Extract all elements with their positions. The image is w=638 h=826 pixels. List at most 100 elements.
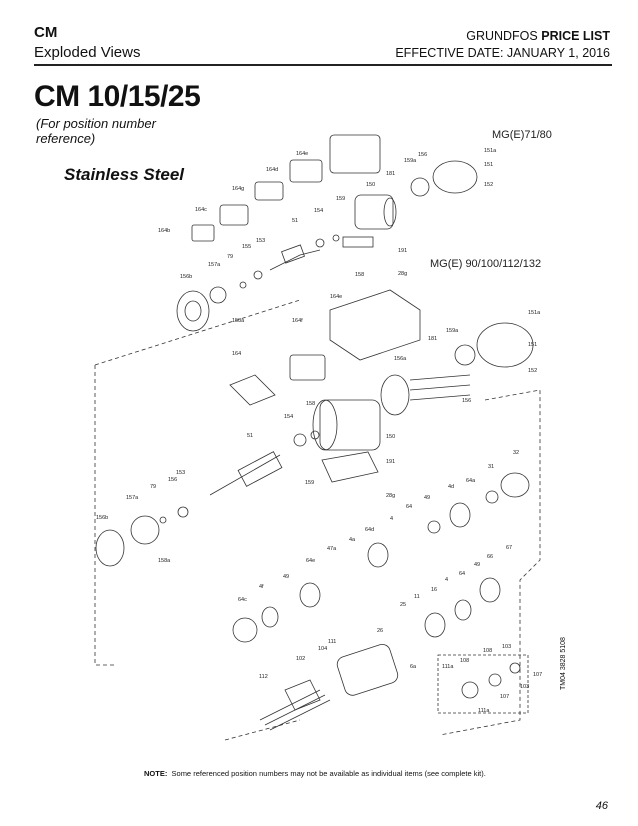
position-label: 28g bbox=[386, 493, 395, 499]
position-label: 158a bbox=[158, 558, 171, 564]
position-label: 156b bbox=[180, 274, 192, 280]
position-label: 164d bbox=[266, 167, 278, 173]
position-label: 102 bbox=[296, 656, 305, 662]
position-label: 159a bbox=[404, 158, 417, 164]
header-right: GRUNDFOS PRICE LIST EFFECTIVE DATE: JANU… bbox=[395, 28, 610, 62]
position-label: 151a bbox=[484, 148, 497, 154]
position-label: 49 bbox=[283, 574, 289, 580]
position-label: 108 bbox=[460, 658, 469, 664]
position-label: 159 bbox=[336, 196, 345, 202]
note: NOTE: Some referenced position numbers m… bbox=[144, 769, 486, 778]
position-label: 26 bbox=[377, 628, 383, 634]
position-label: 164e bbox=[296, 151, 308, 157]
position-label: 47a bbox=[327, 546, 337, 552]
position-label: 151a bbox=[528, 310, 541, 316]
position-label: 151 bbox=[528, 342, 537, 348]
position-label: 28g bbox=[398, 271, 407, 277]
position-label: 11 bbox=[414, 594, 420, 600]
header-rule bbox=[34, 64, 612, 66]
position-label: 191 bbox=[386, 459, 395, 465]
section-heading: Stainless Steel bbox=[64, 165, 185, 184]
position-label: 164c bbox=[195, 207, 207, 213]
position-label: 152 bbox=[484, 182, 493, 188]
brand-line: GRUNDFOS PRICE LIST bbox=[395, 28, 610, 45]
position-label: 164f bbox=[292, 318, 303, 324]
page-title: CM 10/15/25 bbox=[34, 80, 201, 113]
note-text: Some referenced position numbers may not… bbox=[171, 769, 486, 778]
position-label: 164e bbox=[330, 294, 342, 300]
position-label: 153 bbox=[176, 470, 185, 476]
position-label: 155 bbox=[242, 244, 251, 250]
position-label: 31 bbox=[488, 464, 494, 470]
position-label: 66 bbox=[487, 554, 493, 560]
position-label: 25 bbox=[400, 602, 406, 608]
brand: GRUNDFOS bbox=[466, 29, 538, 43]
position-label: 51 bbox=[247, 433, 253, 439]
position-label: 150 bbox=[386, 434, 395, 440]
position-label: 156b bbox=[96, 515, 108, 521]
position-label: 4d bbox=[448, 484, 454, 490]
position-label: 164 bbox=[232, 351, 241, 357]
position-label: 151 bbox=[484, 162, 493, 168]
position-label: 4 bbox=[445, 577, 448, 583]
position-label: 164g bbox=[232, 186, 244, 192]
position-label: 158 bbox=[306, 401, 315, 407]
section-name: Exploded Views bbox=[34, 44, 141, 61]
position-label: 64c bbox=[238, 597, 247, 603]
note-label: NOTE: bbox=[144, 769, 168, 778]
position-label: 49 bbox=[424, 495, 430, 501]
position-label: 79 bbox=[150, 484, 156, 490]
position-label: 156 bbox=[168, 477, 177, 483]
position-label: 112 bbox=[259, 674, 268, 680]
position-label: 150 bbox=[366, 182, 375, 188]
motor-group-lower-label: MG(E) 90/100/112/132 bbox=[430, 258, 542, 270]
terminal-box-top bbox=[329, 134, 381, 174]
page-number: 46 bbox=[595, 800, 608, 812]
position-label: 67 bbox=[506, 545, 512, 551]
position-label: 156 bbox=[418, 152, 427, 158]
position-label: 32 bbox=[513, 450, 519, 456]
position-label: 4a bbox=[349, 537, 356, 543]
position-label: 49 bbox=[474, 562, 480, 568]
position-label: 107 bbox=[500, 694, 509, 700]
position-label: 6a bbox=[410, 664, 417, 670]
doc-type: PRICE LIST bbox=[541, 29, 610, 43]
position-label: 158a bbox=[232, 318, 245, 324]
position-label: 16 bbox=[431, 587, 437, 593]
position-label: 64 bbox=[459, 571, 465, 577]
position-label: 157a bbox=[126, 495, 139, 501]
position-label: 157a bbox=[208, 262, 221, 268]
drawing-reference: TM04 3828 5108 bbox=[560, 637, 567, 690]
position-label: 79 bbox=[227, 254, 233, 260]
position-label: 164b bbox=[158, 228, 170, 234]
position-label: 64d bbox=[365, 527, 374, 533]
effective-date: EFFECTIVE DATE: JANUARY 1, 2016 bbox=[395, 46, 610, 60]
position-label: 191 bbox=[398, 248, 407, 254]
position-label: 156 bbox=[462, 398, 471, 404]
motor-group-upper-label: MG(E)71/80 bbox=[492, 129, 552, 141]
position-label: 111a bbox=[478, 708, 490, 714]
position-label: 104 bbox=[318, 646, 327, 652]
position-label: 51 bbox=[292, 218, 298, 224]
position-label: 103 bbox=[520, 684, 529, 690]
position-label: 108 bbox=[483, 648, 492, 654]
position-label: 64e bbox=[306, 558, 315, 564]
page-subtitle: (For position number reference) bbox=[36, 116, 156, 146]
section-code: CM bbox=[34, 24, 58, 41]
position-label: 4f bbox=[259, 584, 264, 590]
position-label: 154 bbox=[284, 414, 293, 420]
position-label: 153 bbox=[256, 238, 265, 244]
header-left: CM Exploded Views bbox=[34, 24, 140, 61]
position-label: 111 bbox=[328, 639, 336, 645]
position-label: 4 bbox=[390, 516, 393, 522]
position-label: 158 bbox=[355, 272, 364, 278]
position-label: 156a bbox=[394, 356, 407, 362]
position-label: 181 bbox=[428, 336, 437, 342]
position-label: 103 bbox=[502, 644, 511, 650]
position-label: 152 bbox=[528, 368, 537, 374]
position-label: 159 bbox=[305, 480, 314, 486]
position-label: 159a bbox=[446, 328, 459, 334]
position-label: 154 bbox=[314, 208, 323, 214]
